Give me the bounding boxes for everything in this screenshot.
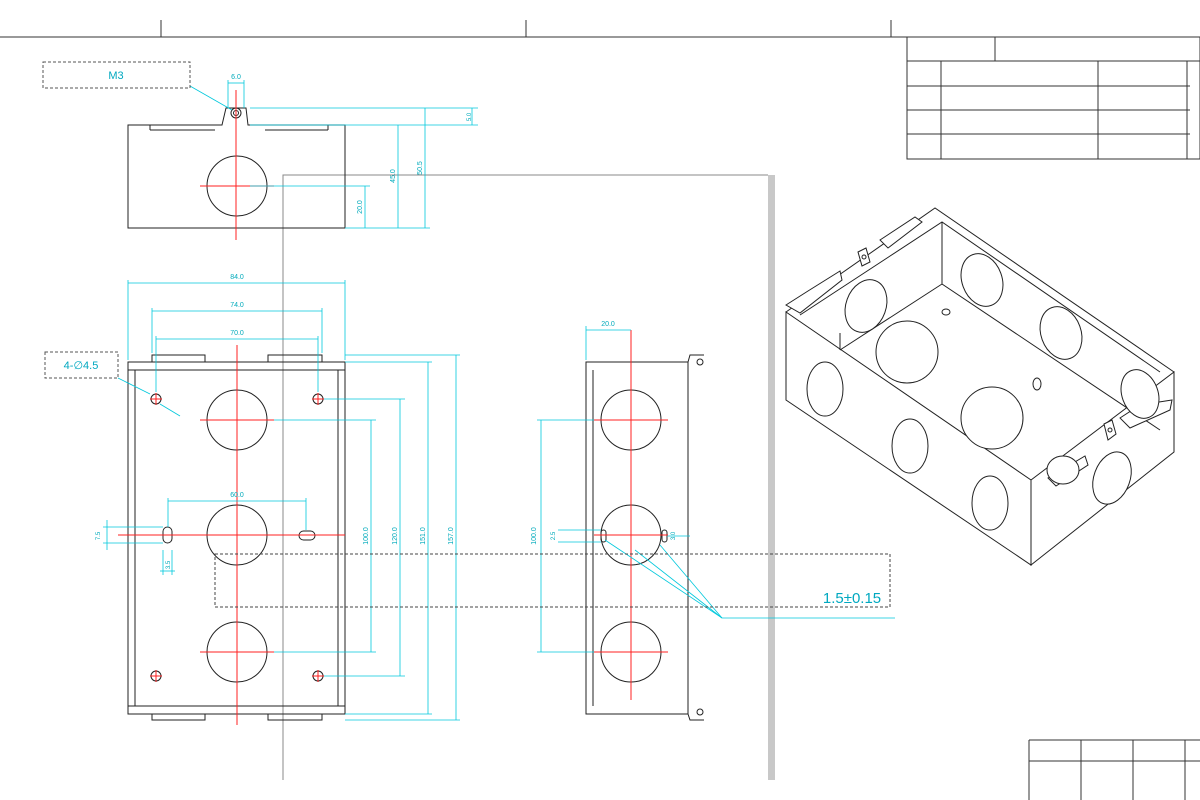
dim-outer-height: 157.0 — [448, 527, 455, 545]
dim-tab-height: 5.0 — [467, 112, 473, 121]
thickness-callout: 1.5±0.15 — [214, 553, 891, 608]
top-view: M3 6.0 5.0 20.0 45.0 50.5 — [42, 61, 478, 240]
dim-side-hole-pitch: 100.0 — [531, 527, 538, 545]
title-block — [1028, 739, 1200, 800]
sheet-border — [0, 20, 1200, 38]
dim-tab-width: 6.0 — [231, 74, 241, 81]
thickness-callout-box — [214, 553, 891, 608]
dim-side-slot-a: 2.5 — [551, 531, 557, 540]
isometric-view — [785, 207, 1175, 567]
dim-slot-spacing: 60.0 — [230, 492, 244, 499]
dim-slot-width: 3.5 — [166, 560, 172, 569]
front-view: 4-∅4.5 84.0 74.0 70.0 60.0 7.5 3.5 100.0… — [44, 274, 460, 725]
thread-callout-box — [42, 61, 191, 89]
dim-side-depth: 20.0 — [601, 321, 615, 328]
dim-flange-width: 74.0 — [230, 302, 244, 309]
dim-hole-height: 20.0 — [357, 200, 364, 214]
dim-outer-width: 84.0 — [230, 274, 244, 281]
revision-table — [906, 36, 1200, 160]
dim-total-height: 50.5 — [417, 161, 424, 175]
dim-side-slot-b: 3.0 — [671, 531, 677, 540]
viewport-frame — [282, 174, 775, 780]
dim-hole-width: 70.0 — [230, 330, 244, 337]
dim-hole-pitch-v: 100.0 — [363, 527, 370, 545]
hole-callout-label: 4-∅4.5 — [64, 360, 99, 372]
dim-inner-height: 151.0 — [420, 527, 427, 545]
dim-hole-span-v: 120.0 — [392, 527, 399, 545]
dim-slot-height: 7.5 — [96, 531, 102, 540]
thickness-callout-label: 1.5±0.15 — [823, 590, 881, 607]
dim-body-height: 45.0 — [390, 169, 397, 183]
hole-callout-box — [44, 351, 119, 379]
thread-callout-label: M3 — [108, 70, 123, 82]
